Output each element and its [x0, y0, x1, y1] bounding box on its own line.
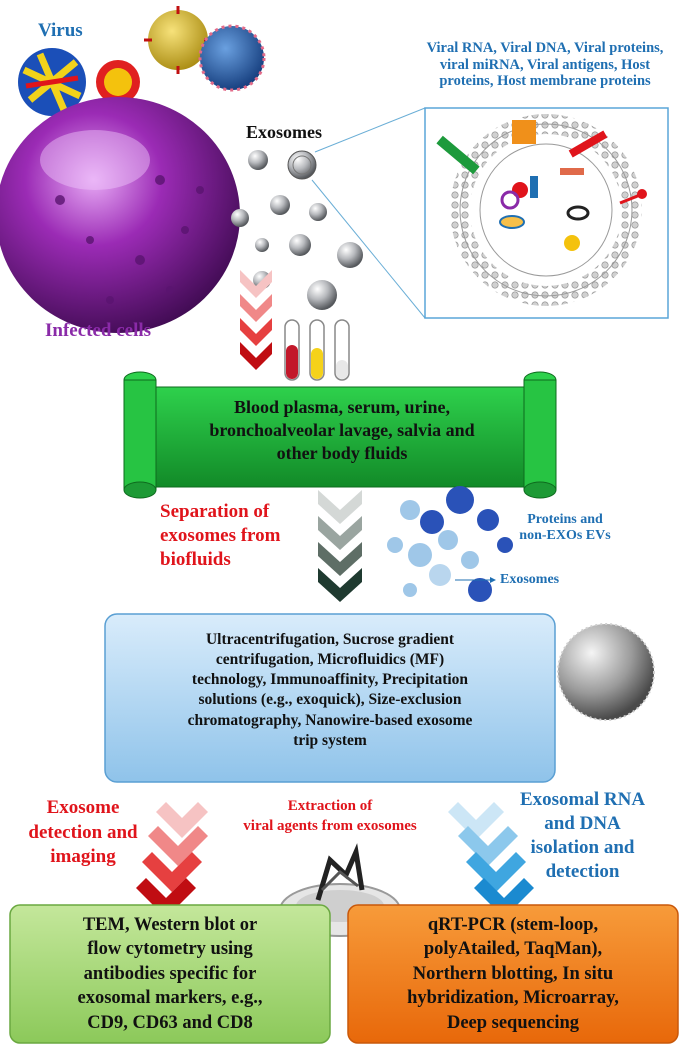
detection-line: detection and: [28, 821, 138, 843]
detection-methods-box: [9, 904, 331, 1044]
infected-cell-image: [0, 97, 240, 333]
virus-label: Virus: [38, 20, 83, 41]
cargo-line: viral miRNA, Viral antigens, Host: [439, 56, 651, 73]
qrt-line: hybridization, Microarray,: [407, 988, 619, 1009]
rna-dna-line: detection: [545, 861, 620, 883]
detection-methods-text: TEM, Western blot or flow cytometry usin…: [14, 913, 326, 1035]
separation-particles-image: [387, 486, 513, 602]
separation-line: biofluids: [160, 549, 231, 571]
test-tubes-icon: [284, 319, 350, 381]
rna-dna-label: Exosomal RNA and DNA isolation and detec…: [495, 788, 670, 885]
rna-dna-line: isolation and: [530, 837, 635, 859]
cargo-line: proteins, Host membrane proteins: [439, 73, 651, 90]
separation-label: Separation of exosomes from biofluids: [160, 500, 280, 572]
biofluids-line: Blood plasma, serum, urine,: [233, 397, 451, 417]
chevrons-grey: [318, 490, 362, 602]
tem-line: exosomal markers, e.g.,: [77, 988, 263, 1009]
methods-text: Ultracentrifugation, Sucrose gradient ce…: [110, 630, 550, 751]
detection-line: imaging: [50, 846, 116, 868]
virus-icons: [18, 6, 266, 116]
rna-methods-text: qRT-PCR (stem-loop, polyAtailed, TaqMan)…: [352, 913, 674, 1035]
proteins-evs-label: Proteins and non-EXOs EVs: [500, 512, 630, 544]
chevrons-red-left: [136, 802, 208, 918]
qrt-line: qRT-PCR (stem-loop,: [427, 915, 599, 935]
biofluids-text: Blood plasma, serum, urine, bronchoalveo…: [160, 396, 524, 465]
detection-label: Exosome detection and imaging: [8, 796, 158, 870]
exosome-spheres: [231, 150, 363, 310]
tem-line: antibodies specific for: [83, 963, 257, 984]
methods-box: [104, 613, 655, 783]
methods-line: technology, Immunoaffinity, Precipitatio…: [191, 671, 469, 689]
exosome-detail-panel: [424, 107, 669, 319]
rna-dna-line: and DNA: [544, 813, 621, 835]
methods-line: Ultracentrifugation, Sucrose gradient: [205, 631, 455, 648]
rna-methods-box: [347, 904, 679, 1044]
qrt-line: Deep sequencing: [446, 1012, 580, 1033]
chevrons-red-top: [240, 270, 272, 370]
tem-line: flow cytometry using: [87, 939, 253, 960]
methods-line: trip system: [293, 731, 367, 749]
chevrons-blue-right: [448, 802, 534, 918]
proteins-line: Proteins and: [527, 512, 603, 527]
cargo-line: Viral RNA, Viral DNA, Viral proteins,: [426, 40, 664, 56]
biofluids-banner: [123, 371, 557, 499]
infected-cells-label: Infected cells: [45, 320, 152, 341]
biofluids-line: bronchoalveolar lavage, salvia and: [209, 420, 475, 441]
qrt-line: Northern blotting, In situ: [412, 963, 614, 984]
separation-line: exosomes from: [160, 525, 281, 547]
extraction-line: Extraction of: [287, 798, 373, 814]
methods-line: chromatography, Nanowire-based exosome: [187, 711, 473, 729]
exosomes-label: Exosomes: [246, 122, 322, 142]
tem-line: TEM, Western blot or: [82, 915, 258, 935]
separation-line: Separation of: [160, 501, 270, 522]
biofluids-line: other body fluids: [276, 443, 408, 464]
zoom-lines: [311, 107, 426, 319]
extraction-label: Extraction of viral agents from exosomes: [205, 796, 455, 837]
exosomes-small-label: Exosomes: [500, 572, 560, 587]
methods-line: centrifugation, Microfluidics (MF): [215, 651, 445, 669]
methods-line: solutions (e.g., exoquick), Size-exclusi…: [198, 691, 462, 709]
rna-dna-line: Exosomal RNA: [519, 789, 646, 810]
detection-line: Exosome: [46, 797, 120, 818]
extraction-line: viral agents from exosomes: [243, 818, 417, 835]
qrt-line: polyAtailed, TaqMan),: [423, 939, 603, 960]
exosome-cargo-label: Viral RNA, Viral DNA, Viral proteins, vi…: [405, 40, 685, 90]
proteins-line: non-EXOs EVs: [519, 528, 611, 544]
tem-line: CD9, CD63 and CD8: [87, 1012, 253, 1033]
